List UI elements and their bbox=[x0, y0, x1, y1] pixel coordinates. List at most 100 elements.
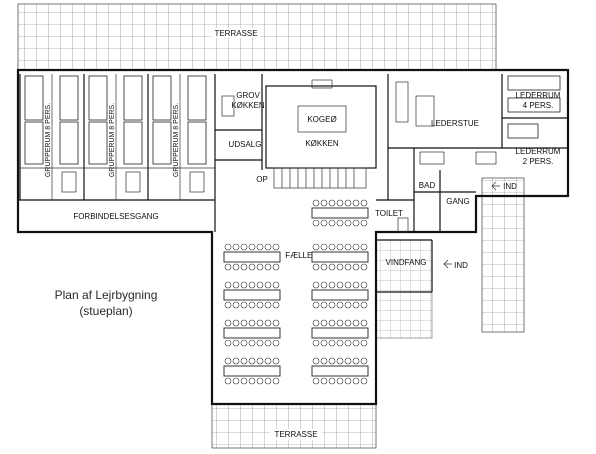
chair bbox=[320, 243, 328, 251]
chair bbox=[320, 319, 328, 327]
chair bbox=[240, 319, 248, 327]
chair bbox=[320, 339, 328, 347]
chair bbox=[240, 281, 248, 289]
chair bbox=[352, 301, 360, 309]
toilet-vindfang-walls bbox=[376, 199, 433, 293]
chair bbox=[248, 377, 256, 385]
chair bbox=[256, 301, 264, 309]
chair bbox=[272, 263, 280, 271]
outer-wall bbox=[16, 68, 570, 406]
grovkokken-label-1: GROV bbox=[236, 91, 260, 100]
chair bbox=[256, 377, 264, 385]
chair bbox=[352, 357, 360, 365]
vindfang-label: VINDFANG bbox=[386, 258, 427, 267]
chair bbox=[336, 319, 344, 327]
chair bbox=[248, 357, 256, 365]
chair bbox=[240, 377, 248, 385]
chair bbox=[312, 263, 320, 271]
ind-lower-label: IND bbox=[454, 261, 468, 270]
plan-caption-line1: Plan af Lejrbygning bbox=[55, 288, 158, 302]
chair bbox=[312, 301, 320, 309]
toilet-label: TOILET bbox=[375, 209, 403, 218]
group-room-2-label: GRUPPERUM 8 PERS. bbox=[109, 103, 116, 177]
chair bbox=[264, 243, 272, 251]
chair bbox=[272, 339, 280, 347]
chair bbox=[224, 263, 232, 271]
chair bbox=[336, 263, 344, 271]
chair bbox=[240, 357, 248, 365]
chair bbox=[344, 301, 352, 309]
dining-table bbox=[311, 251, 369, 263]
chair bbox=[320, 301, 328, 309]
chair bbox=[352, 263, 360, 271]
chair bbox=[312, 377, 320, 385]
chair bbox=[256, 263, 264, 271]
group-room-walls bbox=[19, 74, 216, 232]
group-room-3-label: GRUPPERUM 8 PERS. bbox=[173, 103, 180, 177]
dining-tables bbox=[223, 199, 369, 385]
udsalg-label: UDSALG bbox=[229, 140, 262, 149]
dining-table bbox=[223, 251, 281, 263]
chair bbox=[360, 243, 368, 251]
chair bbox=[232, 357, 240, 365]
op-label: OP bbox=[256, 175, 268, 184]
chair bbox=[352, 243, 360, 251]
chair bbox=[240, 243, 248, 251]
chair bbox=[224, 357, 232, 365]
chair bbox=[360, 377, 368, 385]
chair bbox=[328, 219, 336, 227]
chair bbox=[240, 263, 248, 271]
chair bbox=[336, 357, 344, 365]
chair bbox=[312, 357, 320, 365]
chair bbox=[248, 319, 256, 327]
chair bbox=[320, 263, 328, 271]
dining-table bbox=[223, 327, 281, 339]
chair bbox=[272, 301, 280, 309]
chair bbox=[312, 319, 320, 327]
chair bbox=[360, 357, 368, 365]
chair bbox=[272, 281, 280, 289]
entrance-paving bbox=[375, 239, 433, 339]
chair bbox=[256, 339, 264, 347]
chair bbox=[320, 219, 328, 227]
bad-label: BAD bbox=[419, 181, 436, 190]
chair bbox=[264, 301, 272, 309]
chair bbox=[352, 219, 360, 227]
ind-lower-arrow bbox=[443, 259, 452, 269]
chair bbox=[256, 243, 264, 251]
chair bbox=[264, 357, 272, 365]
chair bbox=[320, 377, 328, 385]
terrace-bottom-paving bbox=[211, 403, 377, 449]
chair bbox=[232, 319, 240, 327]
terrace-right-paving bbox=[481, 177, 525, 333]
dining-table bbox=[223, 365, 281, 377]
chair bbox=[328, 199, 336, 207]
chair bbox=[336, 219, 344, 227]
chair bbox=[272, 357, 280, 365]
group-room-1-label: GRUPPERUM 8 PERS. bbox=[45, 103, 52, 177]
chair bbox=[344, 377, 352, 385]
chair bbox=[264, 377, 272, 385]
chair bbox=[328, 357, 336, 365]
chair bbox=[256, 319, 264, 327]
terrace-bottom-label: TERRASSE bbox=[274, 430, 317, 439]
chair bbox=[360, 301, 368, 309]
chair bbox=[352, 199, 360, 207]
dining-table bbox=[311, 207, 369, 219]
chair bbox=[336, 243, 344, 251]
chair bbox=[224, 339, 232, 347]
chair bbox=[312, 199, 320, 207]
chair bbox=[224, 281, 232, 289]
lederrum2-label-1: LEDERRUM bbox=[516, 147, 561, 156]
chair bbox=[328, 281, 336, 289]
chair bbox=[224, 377, 232, 385]
chair bbox=[352, 281, 360, 289]
chair bbox=[232, 243, 240, 251]
chair bbox=[256, 281, 264, 289]
chair bbox=[224, 243, 232, 251]
chair bbox=[336, 301, 344, 309]
chair bbox=[232, 281, 240, 289]
chair bbox=[344, 357, 352, 365]
chair bbox=[360, 339, 368, 347]
chair bbox=[320, 357, 328, 365]
